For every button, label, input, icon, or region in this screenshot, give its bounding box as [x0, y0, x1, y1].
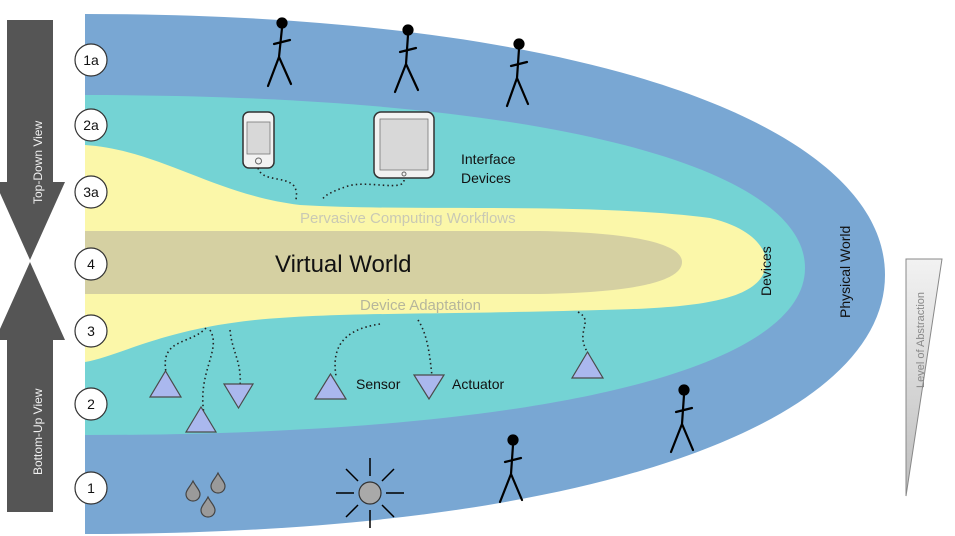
level-marker-1: 1	[74, 471, 108, 505]
abstraction-label: Level of Abstraction	[915, 292, 927, 388]
level-label: 2a	[83, 117, 99, 133]
raindrop-icon	[200, 495, 216, 518]
bottom-up-label: Bottom-Up View	[31, 388, 45, 475]
level-marker-2a: 2a	[74, 108, 108, 142]
person-icons	[266, 17, 695, 504]
tablet-icon	[373, 111, 435, 179]
actuator-triangle	[412, 374, 446, 401]
top-down-label: Top-Down View	[31, 121, 45, 204]
connection-lines	[164, 167, 591, 415]
level-marker-2: 2	[74, 387, 108, 421]
person-icon	[498, 434, 524, 504]
device-adaptation-label: Device Adaptation	[360, 297, 481, 314]
sensor-triangle	[313, 372, 348, 400]
raindrop-icon	[210, 471, 226, 494]
smartphone-icon	[242, 111, 275, 169]
level-label: 2	[87, 396, 95, 412]
level-marker-3: 3	[74, 314, 108, 348]
workflows-label: Pervasive Computing Workflows	[300, 210, 516, 227]
actuator-triangle	[222, 383, 255, 410]
actuator-label: Actuator	[452, 376, 504, 392]
bottom-up-arrow: Bottom-Up View	[0, 262, 65, 512]
raindrop-icon	[185, 479, 201, 502]
level-label: 1	[87, 480, 95, 496]
top-down-arrow: Top-Down View	[0, 20, 65, 260]
level-label: 3a	[83, 184, 99, 200]
interface-devices-label-2: Devices	[461, 170, 511, 186]
sensor-triangle	[148, 369, 183, 398]
abstraction-wedge: Level of Abstraction	[905, 258, 943, 497]
raindrop-icons	[185, 471, 226, 518]
level-markers: 1a 2a 3a 4 3 2 1	[74, 43, 108, 505]
person-icon	[266, 17, 293, 88]
devices-region-label: Devices	[758, 246, 774, 296]
sensor-triangle	[184, 405, 218, 433]
level-label: 4	[87, 256, 95, 272]
sensor-actuator-triangles	[148, 350, 605, 433]
level-label: 3	[87, 323, 95, 339]
sensor-triangle	[570, 350, 605, 379]
level-marker-1a: 1a	[74, 43, 108, 77]
person-icon	[669, 384, 695, 454]
level-marker-3a: 3a	[74, 175, 108, 209]
level-marker-4: 4	[74, 247, 108, 281]
interface-devices-label-1: Interface	[461, 151, 516, 167]
physical-world-label: Physical World	[837, 226, 853, 318]
person-icon	[393, 24, 420, 94]
level-label: 1a	[83, 52, 99, 68]
sensor-label: Sensor	[356, 376, 401, 392]
virtual-world-region	[85, 231, 682, 294]
sun-icon	[336, 458, 404, 528]
person-icon	[505, 38, 530, 108]
virtual-world-label: Virtual World	[275, 251, 412, 278]
